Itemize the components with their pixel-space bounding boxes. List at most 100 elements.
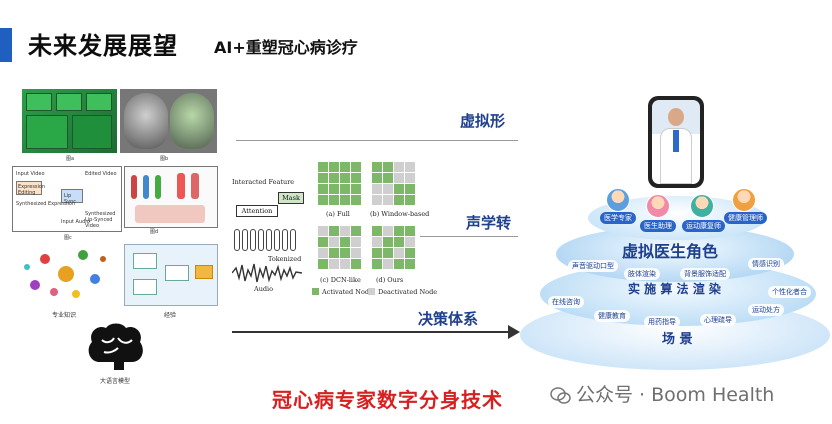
arrow-label-acoustic: 声学转 bbox=[466, 214, 512, 232]
interacted-feature-label: Interacted Feature bbox=[232, 178, 295, 186]
grid-node bbox=[318, 248, 328, 258]
watermark-text: 公众号 · Boom Health bbox=[576, 384, 775, 406]
chip-consult: 在线咨询 bbox=[548, 296, 584, 308]
legend-inactive-label: Deactivated Node bbox=[378, 288, 438, 296]
grid-node bbox=[394, 248, 404, 258]
grid-node bbox=[383, 173, 393, 183]
knowledge-graph bbox=[20, 244, 110, 306]
grid-node bbox=[318, 173, 328, 183]
chip-education: 健康教育 bbox=[594, 310, 630, 322]
arrow-line-2 bbox=[420, 236, 518, 237]
pose-figures bbox=[124, 166, 218, 228]
grid-node bbox=[318, 237, 328, 247]
audio-waveform-icon bbox=[232, 263, 302, 283]
avatar-assistant bbox=[646, 194, 670, 218]
avatar-rehab bbox=[690, 194, 714, 218]
grid-node bbox=[318, 184, 328, 194]
grid-node bbox=[394, 184, 404, 194]
grid-node bbox=[383, 162, 393, 172]
grid-node bbox=[383, 237, 393, 247]
grid-node bbox=[405, 184, 415, 194]
grid-node bbox=[351, 173, 361, 183]
grid-node bbox=[318, 162, 328, 172]
grid-node bbox=[405, 195, 415, 205]
fig-a-label: 图a bbox=[66, 156, 75, 162]
tokenized-label: Tokenized bbox=[268, 255, 302, 263]
token-bar bbox=[290, 229, 296, 251]
grid-node bbox=[340, 184, 350, 194]
mask-box: Mask bbox=[278, 192, 304, 204]
grid-node bbox=[329, 248, 339, 258]
grid-node bbox=[329, 195, 339, 205]
grid-node bbox=[318, 259, 328, 269]
grid-node bbox=[351, 259, 361, 269]
token-bar bbox=[274, 229, 280, 251]
arrow-line-1 bbox=[236, 140, 518, 141]
grid-node bbox=[340, 237, 350, 247]
chip-medication: 用药指导 bbox=[644, 316, 680, 328]
fig-c-label: 图c bbox=[64, 235, 72, 241]
chip-emotion: 情感识别 bbox=[748, 258, 784, 270]
grid-node bbox=[383, 195, 393, 205]
fig-d-label: 图d bbox=[150, 229, 159, 235]
arrow-label-decision: 决策体系 bbox=[418, 310, 479, 328]
legend-active-swatch bbox=[312, 288, 319, 295]
face-landmark-image bbox=[120, 89, 217, 153]
experience-diagram bbox=[124, 244, 218, 306]
grid-node bbox=[351, 226, 361, 236]
grid-node bbox=[329, 259, 339, 269]
grid-node bbox=[394, 226, 404, 236]
llm-label: 大语言模型 bbox=[100, 378, 131, 385]
token-bar bbox=[282, 229, 288, 251]
grid-node bbox=[394, 162, 404, 172]
token-bar bbox=[242, 229, 248, 251]
grid-node bbox=[405, 248, 415, 258]
grid-node bbox=[351, 237, 361, 247]
grid-node bbox=[394, 237, 404, 247]
grid-node bbox=[372, 226, 382, 236]
grid-node bbox=[329, 173, 339, 183]
grid-node bbox=[351, 162, 361, 172]
bottom-title: 冠心病专家数字分身技术 bbox=[272, 388, 503, 412]
grid-node bbox=[329, 162, 339, 172]
badge-rehab: 运动康复师 bbox=[682, 220, 725, 232]
grid-node bbox=[351, 184, 361, 194]
grid-node bbox=[351, 248, 361, 258]
grid-node bbox=[394, 173, 404, 183]
attention-box: Attention bbox=[236, 205, 278, 217]
grid-node bbox=[329, 237, 339, 247]
brain-icon bbox=[88, 323, 143, 370]
grid-label-full: (a) Full bbox=[326, 210, 350, 218]
grid-node bbox=[329, 184, 339, 194]
grid-node bbox=[372, 248, 382, 258]
grid-node bbox=[340, 226, 350, 236]
scene-title: 场 景 bbox=[662, 332, 693, 347]
grid-node bbox=[405, 237, 415, 247]
grid-node bbox=[340, 162, 350, 172]
wechat-icon bbox=[550, 387, 571, 404]
chip-lip-sync: 声音驱动口型 bbox=[568, 260, 618, 272]
badge-health-manager: 健康管理师 bbox=[724, 212, 767, 224]
grid-node bbox=[372, 195, 382, 205]
chip-body-render: 肢体渲染 bbox=[624, 268, 660, 280]
grid-node bbox=[340, 248, 350, 258]
token-bar bbox=[266, 229, 272, 251]
grid-label-dcn: (c) DCN-like bbox=[320, 276, 361, 284]
header-accent-bar bbox=[0, 28, 12, 62]
grid-node bbox=[383, 226, 393, 236]
grid-node bbox=[405, 226, 415, 236]
grid-node bbox=[405, 259, 415, 269]
chip-personalized: 个性化者合 bbox=[768, 286, 811, 298]
arrow-label-virtual: 虚拟形 bbox=[460, 112, 506, 130]
avatar-expert bbox=[606, 188, 630, 212]
arrow-line-3 bbox=[232, 331, 512, 333]
fig-b-label: 图b bbox=[160, 156, 169, 162]
phone-doctor-image bbox=[648, 96, 704, 188]
experience-label: 经验 bbox=[164, 312, 177, 319]
algo-title: 实 施 算 法 渲 染 bbox=[628, 282, 721, 296]
grid-node bbox=[318, 226, 328, 236]
chip-background: 背景服饰适配 bbox=[680, 268, 730, 280]
token-bar bbox=[250, 229, 256, 251]
grid-node bbox=[405, 173, 415, 183]
grid-node bbox=[394, 195, 404, 205]
